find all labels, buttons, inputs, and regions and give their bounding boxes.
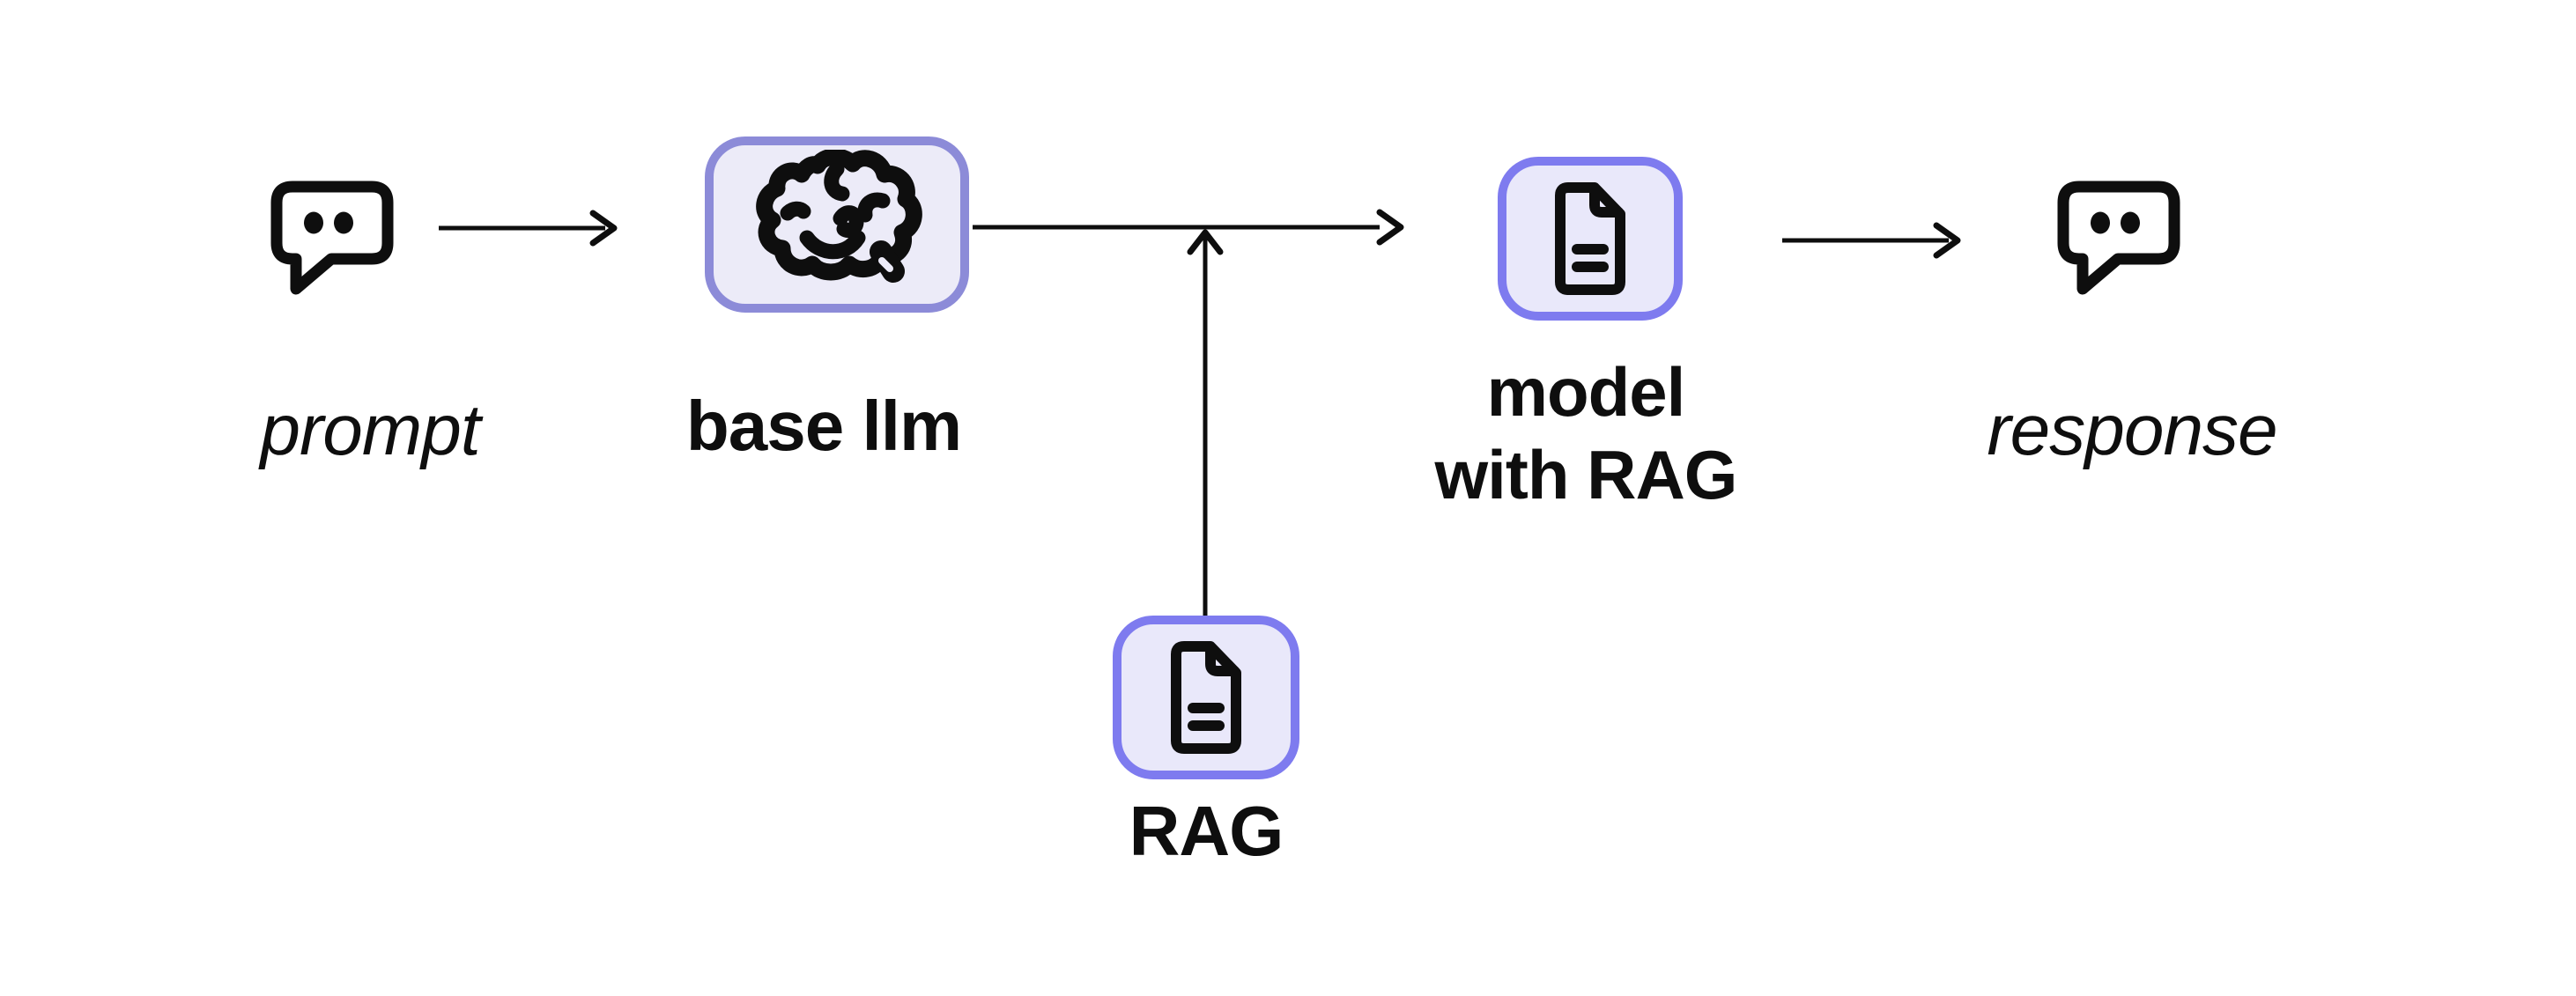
bubble-dot <box>2121 211 2140 234</box>
arrowhead-icon <box>1933 222 1961 259</box>
response-label: response <box>1987 390 2277 470</box>
brain-icon <box>756 150 922 283</box>
speech-bubble-icon <box>270 181 394 295</box>
speech-bubble-icon <box>2057 181 2180 295</box>
arrow-rag-to-junction <box>1187 229 1224 616</box>
bubble-dot <box>2091 211 2110 234</box>
rag-box <box>1113 616 1299 779</box>
document-icon <box>1555 182 1625 295</box>
model-with-rag-label: model with RAG <box>1434 350 1738 516</box>
arrowhead-icon <box>589 210 618 247</box>
arrowhead-icon <box>1376 209 1404 246</box>
prompt-label: prompt <box>260 390 480 470</box>
base-llm-label: base llm <box>685 387 962 465</box>
bubble-dot <box>334 211 353 234</box>
rag-label: RAG <box>1129 792 1284 870</box>
model-with-rag-box <box>1498 157 1683 321</box>
model-with-rag-label-line2: with RAG <box>1434 436 1738 513</box>
arrowhead-icon <box>1187 229 1224 255</box>
bubble-dot <box>304 211 323 234</box>
arrow-base-llm-to-model <box>973 209 1404 246</box>
base-llm-box <box>705 136 969 313</box>
model-with-rag-label-line1: model <box>1486 353 1686 431</box>
arrow-model-to-response <box>1782 222 1961 259</box>
arrow-prompt-to-base-llm <box>439 210 618 247</box>
document-icon <box>1171 641 1241 754</box>
